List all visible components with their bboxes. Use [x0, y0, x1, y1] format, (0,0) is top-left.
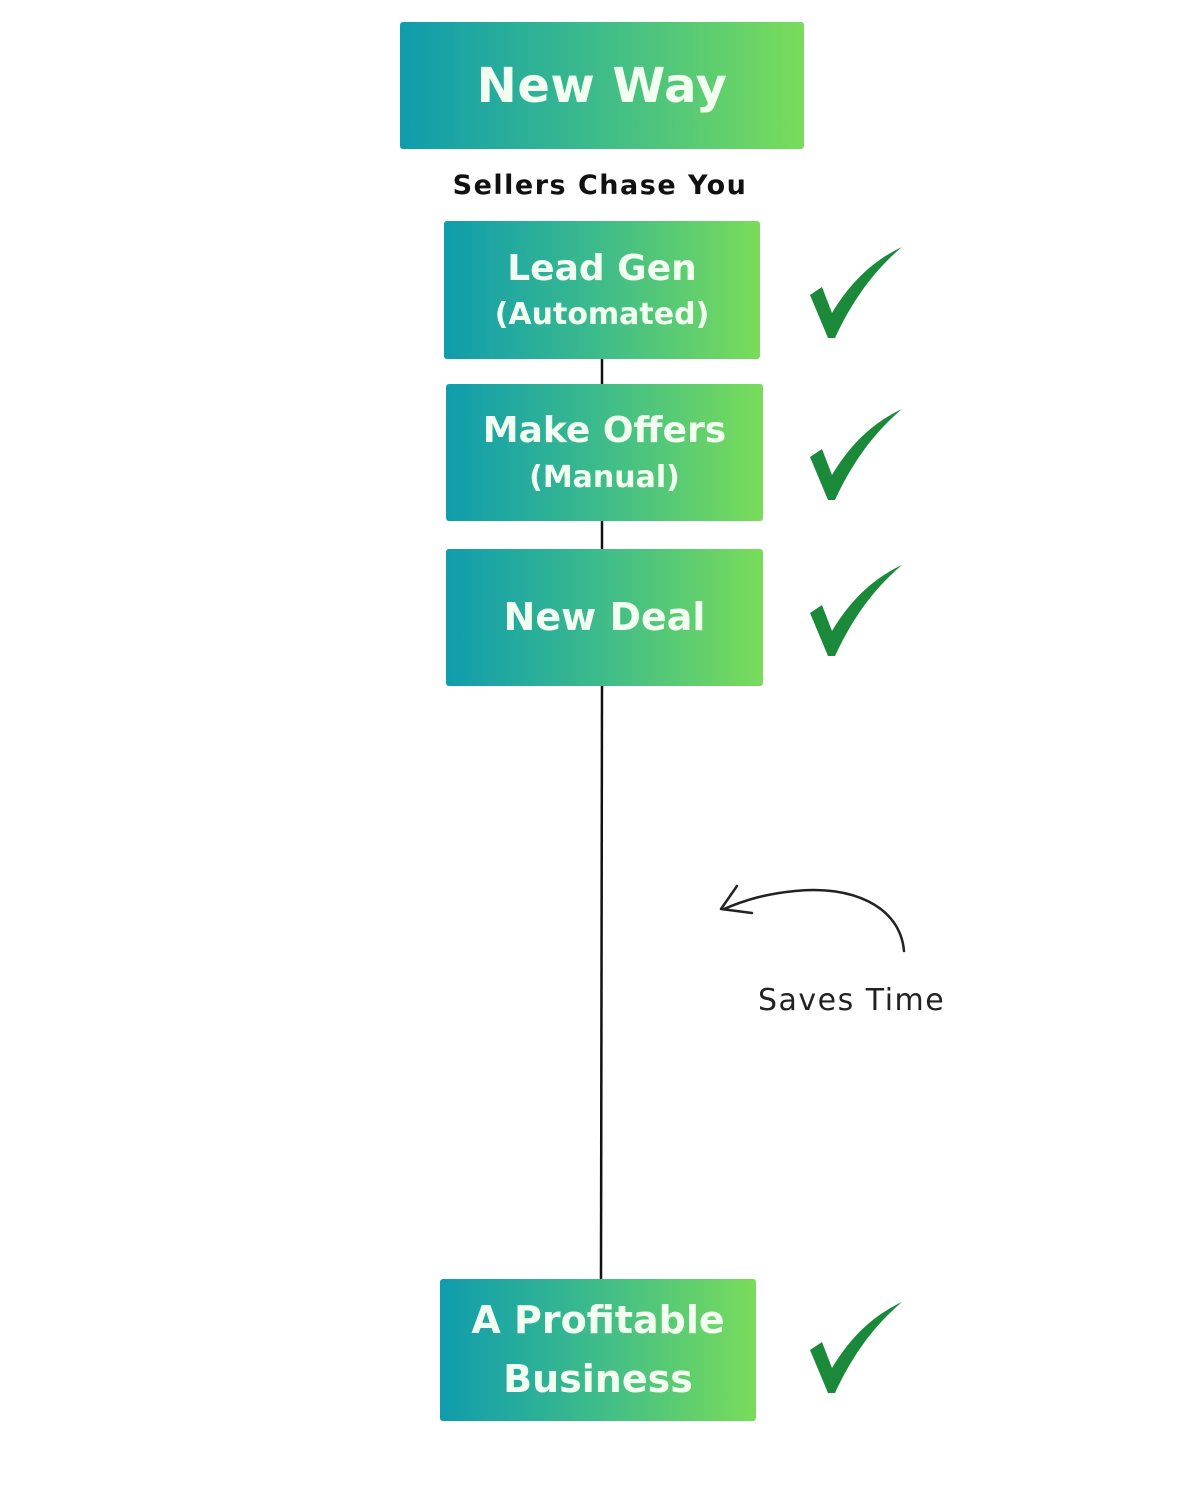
step-title: Make Offers — [482, 410, 727, 452]
step-title: Lead Gen — [507, 247, 697, 289]
curved-arrow-icon — [722, 888, 906, 953]
connector-3-4 — [599, 685, 604, 1280]
subtitle: Sellers Chase You — [452, 170, 748, 201]
check-icon — [810, 1302, 902, 1393]
check-icon — [810, 409, 902, 500]
step-title-line2: Business — [503, 1357, 693, 1401]
step-lead-gen: Lead Gen (Automated) — [444, 221, 760, 359]
step-title: New Deal — [503, 594, 706, 639]
annotation-label: Saves Time — [758, 983, 946, 1018]
step-title-line1: A Profitable — [471, 1298, 725, 1343]
step-note: (Automated) — [494, 297, 710, 333]
check-icon — [810, 247, 902, 338]
check-icon — [810, 565, 902, 656]
title-box: New Way — [400, 22, 804, 149]
step-profitable-business: A Profitable Business — [440, 1279, 756, 1421]
step-new-deal: New Deal — [446, 549, 763, 686]
arrow-head-icon — [719, 884, 754, 915]
step-note: (Manual) — [529, 459, 680, 495]
title-text: New Way — [476, 57, 728, 114]
step-make-offers: Make Offers (Manual) — [446, 384, 763, 521]
